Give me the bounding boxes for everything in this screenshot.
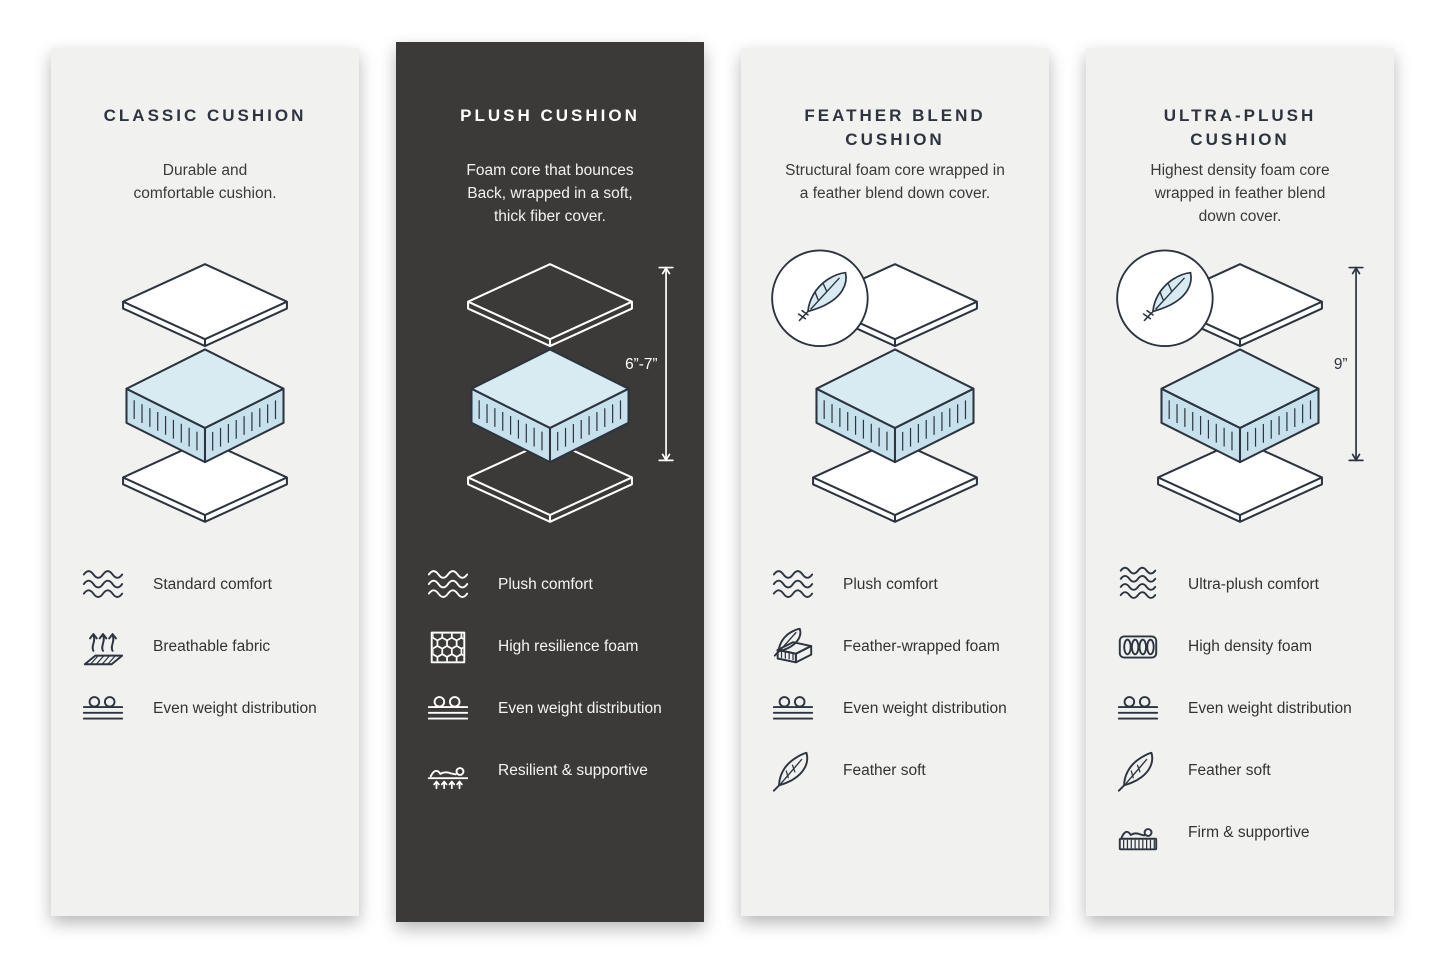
- cushion-layers-svg: [771, 249, 978, 523]
- card-title: PLUSH CUSHION: [460, 106, 640, 125]
- foam-core-layer: [1160, 348, 1320, 464]
- cushion-card-feather-blend: FEATHER BLEND CUSHION Structural foam co…: [741, 48, 1049, 916]
- even-weight-icon: [424, 686, 472, 732]
- dimension-indicator: 9”: [1334, 266, 1364, 462]
- cushion-card-classic: CLASSIC CUSHION Durable and comfortable …: [51, 48, 359, 916]
- feature-item: Resilient & supportive: [424, 748, 676, 794]
- feature-item: Even weight distribution: [769, 686, 1021, 732]
- feather-badge-icon: [771, 249, 869, 347]
- cushion-layers-illustration: [767, 240, 1023, 540]
- waves-icon: [79, 562, 127, 608]
- feature-item: Even weight distribution: [424, 686, 676, 732]
- feature-label: Ultra-plush comfort: [1188, 575, 1319, 593]
- feature-item: High resilience foam: [424, 624, 676, 670]
- card-title: ULTRA-PLUSH CUSHION: [1163, 106, 1317, 149]
- card-description: Highest density foam core wrapped in fea…: [1150, 162, 1330, 225]
- feature-item: Breathable fabric: [79, 624, 331, 670]
- feature-label: Standard comfort: [153, 575, 272, 593]
- foam-core-layer: [470, 348, 630, 464]
- feature-item: Firm & supportive: [1114, 810, 1366, 856]
- card-title: FEATHER BLEND CUSHION: [804, 106, 986, 149]
- cushion-card-ultra-plush: ULTRA-PLUSH CUSHION Highest density foam…: [1086, 48, 1394, 916]
- cushion-layers-svg: 6”-7”: [467, 263, 674, 523]
- dimension-label: 9”: [1334, 356, 1348, 373]
- feature-item: Standard comfort: [79, 562, 331, 608]
- waves-icon: [769, 562, 817, 608]
- feature-label: Feather soft: [843, 761, 926, 779]
- feather-badge-icon: [1116, 249, 1214, 347]
- feature-label: Firm & supportive: [1188, 823, 1310, 841]
- feature-label: Resilient & supportive: [498, 761, 648, 779]
- even-weight-icon: [79, 686, 127, 732]
- feature-label: Plush comfort: [498, 575, 593, 593]
- honeycomb-foam-icon: [424, 624, 472, 670]
- feature-label: Feather-wrapped foam: [843, 637, 1000, 655]
- feature-label: Feather soft: [1188, 761, 1271, 779]
- waves-icon: [424, 562, 472, 608]
- resilient-support-icon: [424, 748, 472, 794]
- even-weight-icon: [769, 686, 817, 732]
- feature-item: Feather soft: [769, 748, 1021, 794]
- foam-core-layer: [125, 348, 285, 464]
- feature-label: High density foam: [1188, 637, 1313, 655]
- cushion-layers-svg: [122, 263, 288, 523]
- card-description: Structural foam core wrapped in a feathe…: [785, 162, 1005, 202]
- feature-item: Feather-wrapped foam: [769, 624, 1021, 670]
- feature-item: Even weight distribution: [79, 686, 331, 732]
- cushion-comparison-board: CLASSIC CUSHION Durable and comfortable …: [51, 42, 1394, 922]
- feature-label: Plush comfort: [843, 575, 938, 593]
- feature-item: Even weight distribution: [1114, 686, 1366, 732]
- cushion-card-plush: PLUSH CUSHION Foam core that bounces Bac…: [396, 42, 704, 922]
- dimension-indicator: 6”-7”: [625, 266, 674, 462]
- even-weight-icon: [1114, 686, 1162, 732]
- feature-label: Even weight distribution: [153, 699, 317, 717]
- feather-foam-icon: [769, 624, 817, 670]
- cushion-layers-svg: 9”: [1116, 249, 1364, 523]
- feature-label: Breathable fabric: [153, 637, 271, 655]
- foam-core-layer: [815, 348, 975, 464]
- firm-support-icon: [1114, 810, 1162, 856]
- card-description: Foam core that bounces Back, wrapped in …: [466, 162, 634, 225]
- cushion-layers-illustration: [77, 240, 333, 540]
- dimension-label: 6”-7”: [625, 356, 657, 373]
- feather-icon: [1114, 748, 1162, 794]
- feature-item: Feather soft: [1114, 748, 1366, 794]
- breathable-icon: [79, 624, 127, 670]
- card-title: CLASSIC CUSHION: [103, 106, 307, 125]
- feature-item: High density foam: [1114, 624, 1366, 670]
- density-foam-icon: [1114, 624, 1162, 670]
- feather-icon: [769, 748, 817, 794]
- feature-item: Plush comfort: [424, 562, 676, 608]
- feature-label: Even weight distribution: [1188, 699, 1352, 717]
- waves-dense-icon: [1114, 562, 1162, 608]
- cushion-layers-illustration: 6”-7”: [422, 240, 678, 540]
- feature-item: Ultra-plush comfort: [1114, 562, 1366, 608]
- feature-label: High resilience foam: [498, 637, 639, 655]
- feature-item: Plush comfort: [769, 562, 1021, 608]
- cushion-layers-illustration: 9”: [1112, 240, 1368, 540]
- feature-label: Even weight distribution: [843, 699, 1007, 717]
- card-description: Durable and comfortable cushion.: [133, 162, 277, 202]
- feature-label: Even weight distribution: [498, 699, 662, 717]
